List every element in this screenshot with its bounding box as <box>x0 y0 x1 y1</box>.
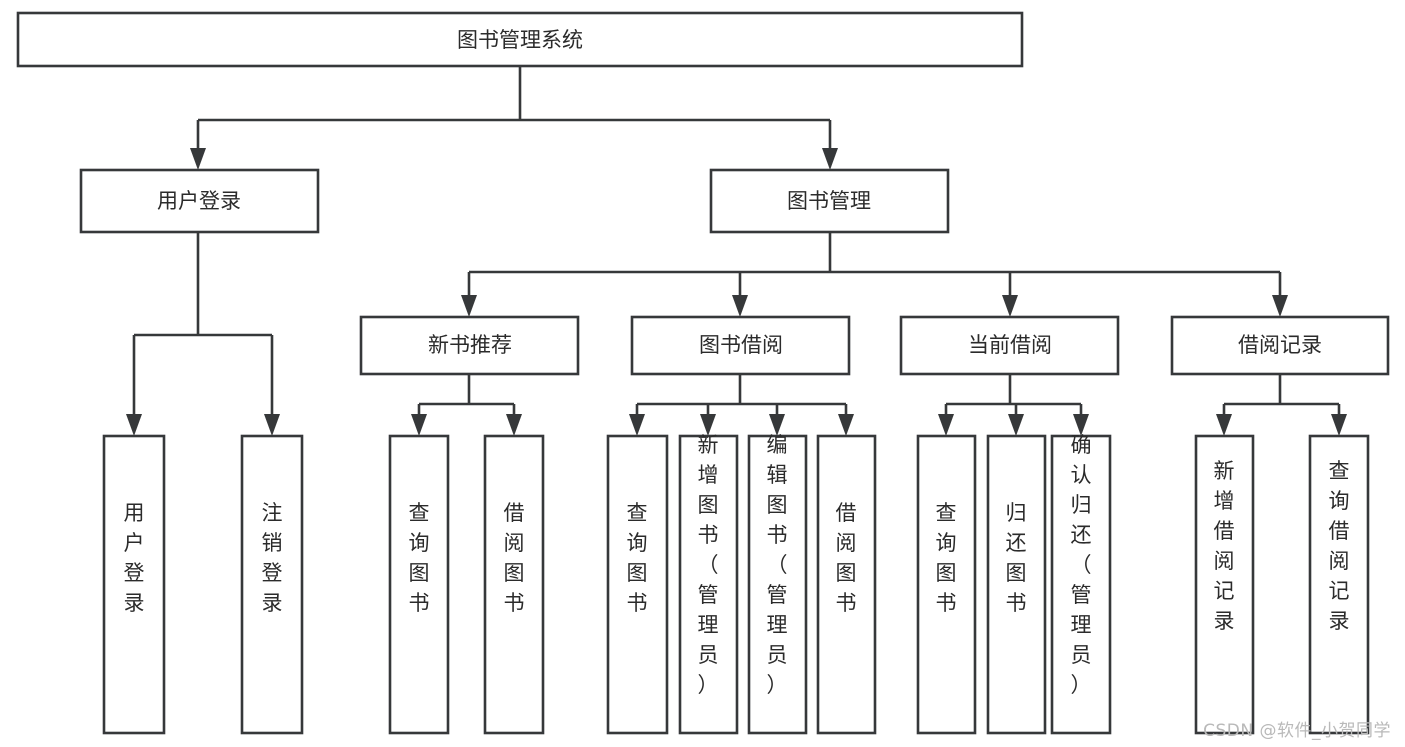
arrow-root-to-user-login <box>190 148 206 170</box>
node-new-book-recommend-label: 新书推荐 <box>428 333 512 357</box>
leaf-new-book-recommend-0-label: 查询图书 <box>409 501 430 615</box>
leaf-user-login-1-box[interactable] <box>240 434 304 735</box>
leaf-current-borrow-2[interactable]: 确认归还（管理员） <box>1050 433 1112 735</box>
leaf-borrow-record-1[interactable]: 查询借阅记录 <box>1308 434 1370 735</box>
node-current-borrow-box[interactable] <box>899 315 1120 376</box>
leaf-new-book-recommend-0[interactable]: 查询图书 <box>388 434 450 735</box>
node-root-label: 图书管理系统 <box>457 28 583 52</box>
leaf-book-borrow-1[interactable]: 新增图书（管理员） <box>678 433 739 735</box>
node-root[interactable]: 图书管理系统 <box>16 11 1024 68</box>
leaf-new-book-recommend-0-box[interactable] <box>388 434 450 735</box>
node-book-management-box[interactable] <box>709 168 950 234</box>
leaf-book-borrow-2-label: 编辑图书（管理员） <box>767 433 788 697</box>
arrow-borrow-record-leaf-1 <box>1331 414 1347 436</box>
leaf-current-borrow-2-label: 确认归还（管理员） <box>1071 433 1092 697</box>
csdn-watermark: CSDN @软件_小贺同学 <box>1203 721 1391 741</box>
node-current-borrow[interactable]: 当前借阅 <box>899 315 1120 376</box>
connectors-layer <box>126 66 1347 436</box>
leaf-user-login-0-box[interactable] <box>102 434 166 735</box>
leaf-new-book-recommend-1-box[interactable] <box>483 434 545 735</box>
leaf-book-borrow-2-box[interactable] <box>747 434 808 735</box>
arrow-book-mgmt-to-current-borrow <box>1002 295 1018 317</box>
leaf-user-login-0[interactable]: 用户登录 <box>102 434 166 735</box>
leaf-book-borrow-3[interactable]: 借阅图书 <box>816 434 877 735</box>
node-user-login-box[interactable] <box>79 168 320 234</box>
arrow-user-login-leaf-0 <box>126 414 142 436</box>
leaf-current-borrow-0-box[interactable] <box>916 434 977 735</box>
leaf-book-borrow-0-box[interactable] <box>606 434 669 735</box>
leaf-borrow-record-0-label: 新增借阅记录 <box>1214 459 1235 633</box>
node-borrow-record-box[interactable] <box>1170 315 1390 376</box>
leaf-user-login-1-label: 注销登录 <box>262 501 283 615</box>
node-new-book-recommend[interactable]: 新书推荐 <box>359 315 580 376</box>
leaf-current-borrow-0[interactable]: 查询图书 <box>916 434 977 735</box>
arrow-book-mgmt-to-new-book <box>461 295 477 317</box>
leaf-book-borrow-3-box[interactable] <box>816 434 877 735</box>
node-root-box[interactable] <box>16 11 1024 68</box>
leaf-book-borrow-3-label: 借阅图书 <box>836 501 857 615</box>
arrow-book-borrow-leaf-2 <box>769 414 785 436</box>
arrow-book-mgmt-to-borrow-record <box>1272 295 1288 317</box>
leaf-borrow-record-0-box[interactable] <box>1194 434 1255 735</box>
leaf-current-borrow-0-label: 查询图书 <box>936 501 957 615</box>
arrow-borrow-record-leaf-0 <box>1216 414 1232 436</box>
node-borrow-record-label: 借阅记录 <box>1238 333 1322 357</box>
leaf-borrow-record-1-label: 查询借阅记录 <box>1329 459 1350 633</box>
node-borrow-record[interactable]: 借阅记录 <box>1170 315 1390 376</box>
leaf-new-book-recommend-1[interactable]: 借阅图书 <box>483 434 545 735</box>
node-user-login[interactable]: 用户登录 <box>79 168 320 234</box>
leaf-current-borrow-1[interactable]: 归还图书 <box>986 434 1047 735</box>
node-new-book-recommend-box[interactable] <box>359 315 580 376</box>
arrow-current-borrow-leaf-2 <box>1073 414 1089 436</box>
arrow-book-borrow-leaf-3 <box>838 414 854 436</box>
leaf-book-borrow-1-box[interactable] <box>678 434 739 735</box>
leaf-borrow-record-0[interactable]: 新增借阅记录 <box>1194 434 1255 735</box>
leaf-book-borrow-0-label: 查询图书 <box>627 501 648 615</box>
leaf-book-borrow-2[interactable]: 编辑图书（管理员） <box>747 433 808 735</box>
node-user-login-label: 用户登录 <box>157 189 241 213</box>
node-book-borrow[interactable]: 图书借阅 <box>630 315 851 376</box>
arrow-new-book-leaf-0 <box>411 414 427 436</box>
node-book-management[interactable]: 图书管理 <box>709 168 950 234</box>
leaf-new-book-recommend-1-label: 借阅图书 <box>504 501 525 615</box>
arrow-current-borrow-leaf-0 <box>938 414 954 436</box>
arrow-book-borrow-leaf-1 <box>700 414 716 436</box>
arrow-root-to-book-mgmt <box>822 148 838 170</box>
arrow-book-mgmt-to-book-borrow <box>732 295 748 317</box>
node-book-borrow-label: 图书借阅 <box>699 333 783 357</box>
arrow-current-borrow-leaf-1 <box>1008 414 1024 436</box>
arrow-book-borrow-leaf-0 <box>629 414 645 436</box>
leaf-current-borrow-1-box[interactable] <box>986 434 1047 735</box>
leaf-current-borrow-2-box[interactable] <box>1050 434 1112 735</box>
arrow-new-book-leaf-1 <box>506 414 522 436</box>
leaf-book-borrow-1-label: 新增图书（管理员） <box>698 433 719 697</box>
leaf-user-login-1[interactable]: 注销登录 <box>240 434 304 735</box>
leaf-borrow-record-1-box[interactable] <box>1308 434 1370 735</box>
node-book-borrow-box[interactable] <box>630 315 851 376</box>
leaf-current-borrow-1-label: 归还图书 <box>1006 501 1027 615</box>
arrow-user-login-leaf-1 <box>264 414 280 436</box>
node-book-management-label: 图书管理 <box>787 189 871 213</box>
leaf-user-login-0-label: 用户登录 <box>124 501 145 615</box>
leaf-book-borrow-0[interactable]: 查询图书 <box>606 434 669 735</box>
node-current-borrow-label: 当前借阅 <box>968 333 1052 357</box>
